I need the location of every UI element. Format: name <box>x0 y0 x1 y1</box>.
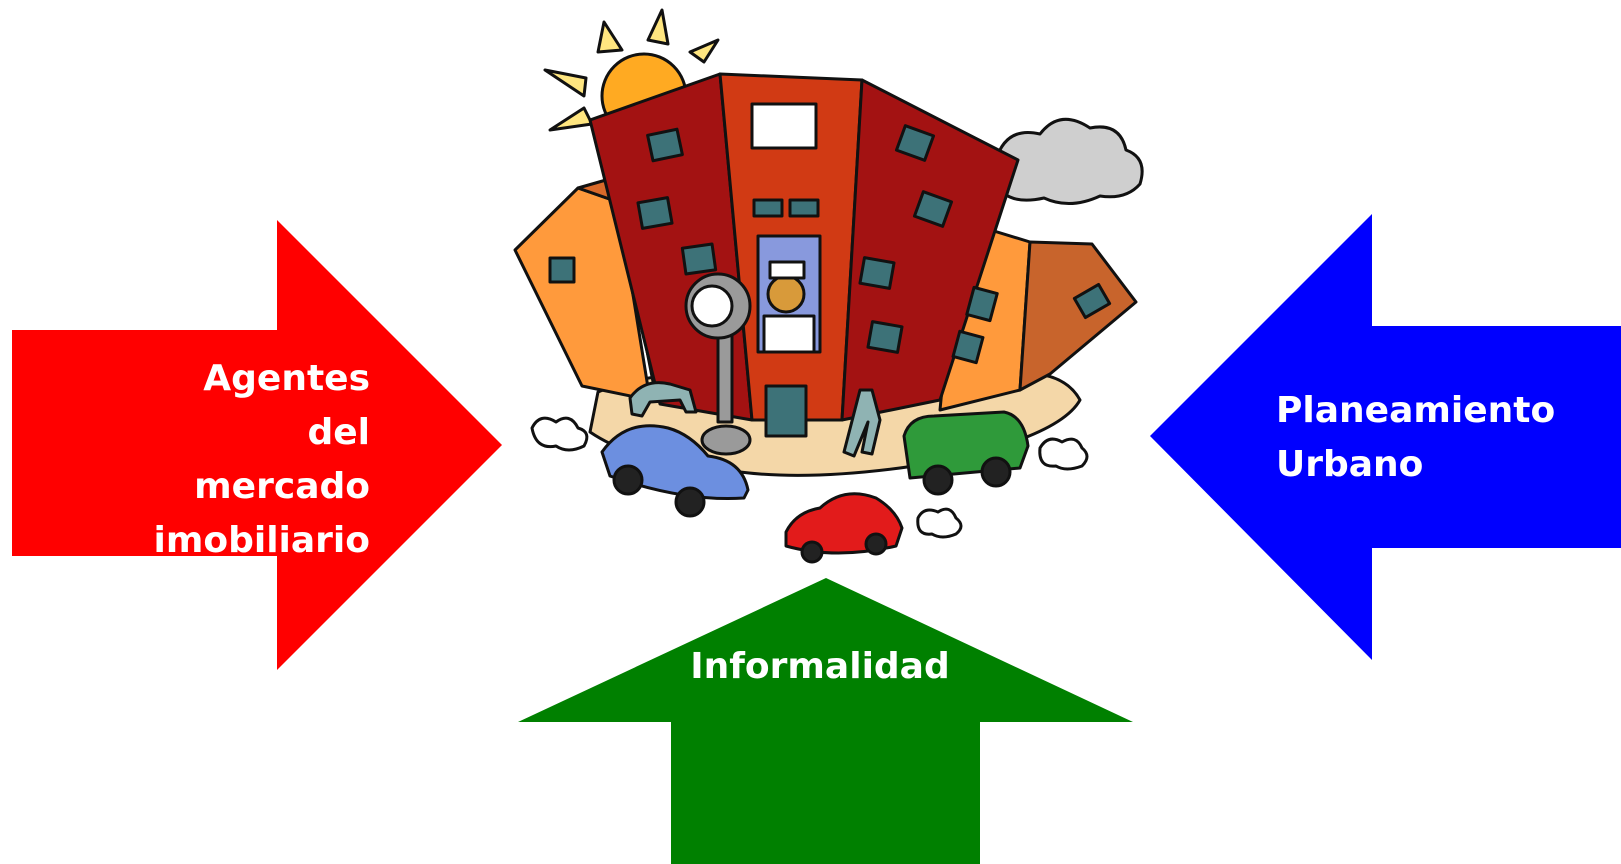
urban-planning-label: Planeamiento Urbano <box>1276 384 1576 492</box>
market-agents-label-line-3: imobiliario <box>153 520 371 561</box>
urban-planning-label-line-1: Planeamiento <box>1276 390 1556 431</box>
market-agents-label-line-2: mercado <box>194 466 370 507</box>
market-agents-label-line-1: Agentes del <box>203 358 370 453</box>
informality-label: Informalidad <box>660 640 980 694</box>
market-agents-arrow <box>12 220 502 670</box>
market-agents-label: Agentes del mercado imobiliario <box>130 352 371 568</box>
urban-planning-label-line-2: Urbano <box>1276 444 1424 485</box>
city-buildings-clipart-icon <box>513 8 1144 564</box>
informality-label-line-1: Informalidad <box>690 646 950 687</box>
informality-arrow <box>518 578 1133 864</box>
urban-planning-arrow <box>1150 214 1621 660</box>
